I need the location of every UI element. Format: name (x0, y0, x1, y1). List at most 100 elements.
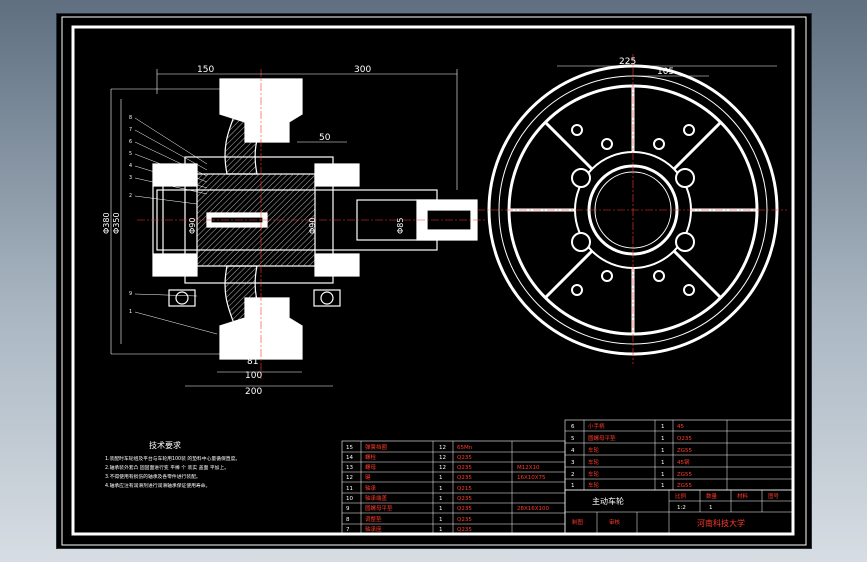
pl-qty-9: 1 (439, 506, 443, 512)
leader-2: 2 (129, 193, 132, 199)
leader-7: 7 (129, 127, 132, 133)
pl-mat-14: Q235 (457, 455, 472, 461)
pr-qty-4: 1 (661, 448, 665, 454)
dim-81: 81 (247, 357, 258, 367)
pl-mat-9: Q235 (457, 506, 472, 512)
pl-mat-12: Q235 (457, 475, 472, 481)
pr-mat-3: 45钢 (677, 458, 690, 466)
dim-phi90-a: Φ90 (188, 218, 197, 234)
pl-name-8: 调整垫 (365, 515, 382, 523)
dim-150: 150 (197, 65, 214, 75)
dimension-lines-left (110, 69, 458, 387)
pr-qty-3: 1 (661, 460, 665, 466)
pr-qty-6: 1 (661, 424, 665, 430)
section-view (137, 69, 487, 379)
pl-no-14: 14 (346, 455, 353, 461)
pr-qty-5: 1 (661, 436, 665, 442)
title-block: 主动车轮 比例 数量 材料 图号 1:2 1 制图 审核 河南科技大学 (564, 489, 794, 535)
pl-qty-14: 12 (439, 455, 446, 461)
pl-no-12: 12 (346, 475, 353, 481)
pl-no-13: 13 (346, 465, 353, 471)
note-3: 3.不得使用有损伤的轴承及各零件进行装配。 (105, 473, 201, 480)
leader-8: 8 (129, 115, 132, 121)
pl-name-15: 弹簧挡圈 (365, 443, 388, 451)
pl-no-10: 10 (346, 496, 353, 502)
dim-phi85: Φ85 (396, 218, 405, 234)
pr-name-2: 车轮 (588, 470, 600, 478)
leader-9: 9 (129, 291, 132, 297)
pl-qty-10: 1 (439, 496, 443, 502)
pl-qty-13: 12 (439, 465, 446, 471)
pl-no-8: 8 (346, 517, 350, 523)
sheet-value: 1 (709, 505, 713, 511)
scale-value: 1:2 (677, 505, 686, 511)
pr-no-3: 3 (571, 460, 575, 466)
pr-mat-5: Q235 (677, 436, 692, 442)
pr-qty-2: 1 (661, 472, 665, 478)
leader-lines (134, 117, 218, 335)
pl-qty-7: 1 (439, 527, 443, 533)
pr-mat-1: ZG55 (677, 483, 693, 489)
dim-phi380: Φ380 (102, 212, 111, 234)
pr-no-5: 5 (571, 436, 575, 442)
header-col-3: 材料 (737, 492, 749, 500)
leader-5: 5 (129, 151, 132, 157)
pl-name-14: 螺栓 (365, 453, 377, 461)
pl-spec-12: 16X10X75 (517, 475, 546, 481)
leader-3: 3 (129, 175, 132, 181)
pl-qty-11: 1 (439, 486, 443, 492)
pl-spec-13: M12X10 (517, 465, 540, 471)
pr-mat-6: 45 (677, 424, 684, 430)
pr-mat-4: ZG55 (677, 448, 693, 454)
pl-name-13: 螺母 (365, 463, 377, 471)
outer-border (61, 16, 807, 546)
dim-50: 50 (319, 133, 331, 143)
tech-requirements-title: 技术要求 (149, 440, 181, 450)
note-1: 1.装配时车轮组及平台与车轮用100装 的垫料中心量循保直度。 (105, 455, 240, 462)
pr-name-3: 车轮 (588, 458, 600, 466)
leader-6: 6 (129, 139, 132, 145)
pl-name-9: 圆螺母平垫 (365, 504, 393, 512)
note-4: 4.轴承应注有润滑剂进行润滑轴承保证使用寿命。 (105, 482, 210, 489)
pl-mat-13: Q235 (457, 465, 472, 471)
leader-numbers: 8 7 6 5 4 3 2 9 1 (129, 115, 132, 315)
parts-list-left: 15 弹簧挡圈 12 65Mn 14 螺栓 12 Q235 13 螺母 12 Q… (341, 440, 566, 535)
drawing-canvas: 150 300 50 81 100 200 Φ380 Φ350 Φ90 Φ90 … (61, 16, 807, 546)
leader-4: 4 (129, 163, 132, 169)
pl-qty-15: 12 (439, 445, 446, 451)
pr-name-6: 小手柄 (588, 422, 605, 430)
note-2: 2.轴承装外套凸 固固面进行变 平棒 个 装实 盖面 平加上。 (105, 464, 229, 471)
dim-300: 300 (354, 65, 371, 75)
pl-mat-11: Q215 (457, 486, 472, 492)
pl-name-11: 轴承 (365, 484, 377, 492)
part-name: 主动车轮 (592, 496, 624, 506)
header-col-1: 比例 (675, 492, 687, 500)
parts-left-rows: 15 弹簧挡圈 12 65Mn 14 螺栓 12 Q235 13 螺母 12 Q… (346, 443, 550, 533)
pl-name-7: 轴承座 (365, 525, 382, 533)
pl-qty-12: 1 (439, 475, 443, 481)
pl-mat-8: Q235 (457, 517, 472, 523)
pr-name-1: 车轮 (588, 481, 600, 489)
cad-viewport[interactable]: 150 300 50 81 100 200 Φ380 Φ350 Φ90 Φ90 … (57, 14, 811, 548)
pl-name-12: 键 (365, 473, 371, 481)
pr-no-4: 4 (571, 448, 575, 454)
school-name: 河南科技大学 (697, 518, 745, 528)
pr-no-1: 1 (571, 483, 575, 489)
dim-225: 225 (619, 57, 636, 67)
header-col-2: 数量 (706, 492, 718, 500)
pr-mat-2: ZG55 (677, 472, 693, 478)
pl-mat-10: Q235 (457, 496, 472, 502)
dim-105: 105 (657, 67, 674, 77)
dim-phi90-b: Φ90 (308, 218, 317, 234)
leader-1: 1 (129, 309, 132, 315)
pr-name-5: 圆螺母平垫 (588, 434, 616, 442)
pl-no-9: 9 (346, 506, 350, 512)
drawn-label: 制图 (572, 518, 584, 526)
parts-list-right: 6 小手柄 1 45 5 圆螺母平垫 1 Q235 4 车轮 1 ZG55 3 … (564, 419, 794, 491)
pl-name-10: 轴承端盖 (365, 494, 388, 502)
check-label: 审核 (609, 518, 621, 526)
header-col-4: 图号 (768, 492, 780, 500)
end-view-wheel (477, 54, 787, 364)
pr-no-2: 2 (571, 472, 575, 478)
dim-200: 200 (245, 387, 262, 397)
